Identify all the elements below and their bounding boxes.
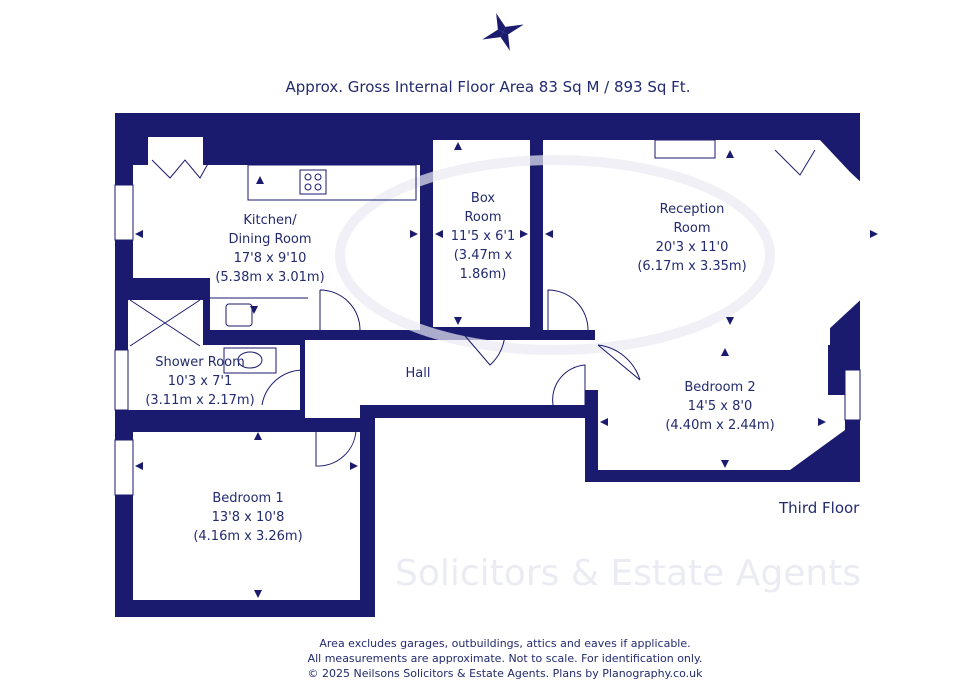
svg-text:(4.40m x 2.44m): (4.40m x 2.44m) [665,418,774,433]
svg-text:Room: Room [673,221,710,236]
room-label-kitchen: Kitchen/ Dining Room 17'8 x 9'10 (5.38m … [215,213,324,285]
svg-text:Bedroom 2: Bedroom 2 [684,380,755,395]
svg-text:Bedroom 1: Bedroom 1 [212,491,283,506]
door-reception-cupboard [774,149,816,176]
sink-icon [225,303,253,327]
svg-text:(5.38m x 3.01m): (5.38m x 3.01m) [215,270,324,285]
door-box-room [459,329,506,366]
svg-text:(3.47m x: (3.47m x [454,248,513,263]
svg-text:(4.16m x 3.26m): (4.16m x 3.26m) [193,529,302,544]
footer-line-1: Area excludes garages, outbuildings, att… [319,637,691,650]
svg-text:14'5 x 8'0: 14'5 x 8'0 [688,399,752,414]
svg-text:Room: Room [464,210,501,225]
window-left-kitchen [114,184,134,241]
door-reception [547,289,589,331]
watermark-logo [335,155,775,355]
svg-text:Dining Room: Dining Room [228,232,311,247]
room-bedroom-2 [598,345,845,470]
svg-text:(3.11m x 2.17m): (3.11m x 2.17m) [145,393,254,408]
footer-notes: Area excludes garages, outbuildings, att… [0,636,976,681]
door-hall-lower [552,364,586,406]
svg-text:10'3 x 7'1: 10'3 x 7'1 [168,374,232,389]
worktop [247,164,417,201]
window-left-shower [114,349,129,411]
footer-line-3: © 2025 Neilsons Solicitors & Estate Agen… [307,667,703,680]
room-label-bedroom-1: Bedroom 1 13'8 x 10'8 (4.16m x 3.26m) [193,491,302,544]
door-bedroom2 [597,344,641,381]
floor-label: Third Floor [779,499,860,517]
room-shower-room [128,345,300,410]
dimension-arrows [135,142,878,598]
door-shower [261,369,304,406]
svg-text:13'8 x 10'8: 13'8 x 10'8 [212,510,285,525]
floor-area-title: Approx. Gross Internal Floor Area 83 Sq … [285,78,691,96]
room-hall [305,328,830,418]
room-label-box-room: Box Room 11'5 x 6'1 (3.47m x 1.86m) [451,191,515,282]
door-bedroom1 [315,429,357,467]
svg-text:1.86m): 1.86m) [460,267,507,282]
svg-text:Kitchen/: Kitchen/ [243,213,297,228]
window-bed2 [844,369,861,421]
svg-text:Box: Box [471,191,495,206]
watermark-tagline: Solicitors & Estate Agents [395,553,861,594]
room-label-hall: Hall [406,366,431,381]
svg-text:20'3 x 11'0: 20'3 x 11'0 [656,240,729,255]
window-left-bed1 [114,439,134,496]
room-bedroom-1 [133,432,360,600]
footer-line-2: All measurements are approximate. Not to… [307,652,703,665]
door-kitchen [319,289,361,331]
room-label-reception: Reception Room 20'3 x 11'0 (6.17m x 3.35… [637,202,746,274]
svg-text:11'5 x 6'1: 11'5 x 6'1 [451,229,515,244]
room-reception [543,140,880,330]
hob-icon [299,169,327,195]
room-label-bedroom-2: Bedroom 2 14'5 x 8'0 (4.40m x 2.44m) [665,380,774,433]
svg-text:(6.17m x 3.35m): (6.17m x 3.35m) [637,259,746,274]
fixtures [129,139,816,467]
basin-icon [237,351,263,369]
svg-text:Shower Room: Shower Room [155,355,245,370]
window-top-kitchen [148,137,203,165]
svg-text:17'8 x 9'10: 17'8 x 9'10 [234,251,307,266]
door-kitchen-cupboard [151,159,211,179]
room-label-shower-room: Shower Room 10'3 x 7'1 (3.11m x 2.17m) [145,355,254,408]
compass-icon [482,13,524,51]
svg-text:Reception: Reception [660,202,725,217]
rooms [114,137,880,600]
